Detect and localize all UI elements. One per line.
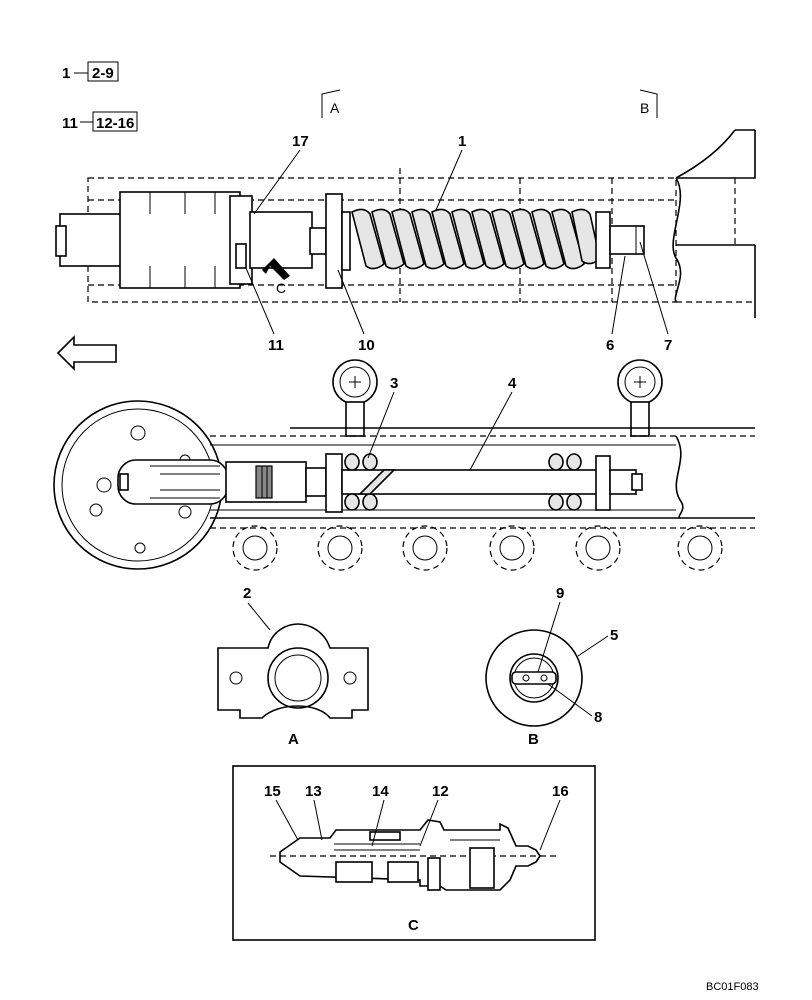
callout-2: 2 — [243, 585, 251, 602]
view-c-frame — [232, 765, 596, 941]
callout-14: 14 — [372, 783, 389, 800]
callout-6: 6 — [606, 337, 614, 354]
ref-range-2: 12-16 — [96, 115, 134, 132]
recoil-spring — [351, 208, 601, 270]
grease-cylinder-part — [279, 819, 541, 891]
section-marker-a: A — [321, 89, 341, 118]
view-c: 15 13 14 12 16 C — [232, 765, 596, 941]
view-c-arrow — [262, 258, 290, 280]
view-c-arrow-label: C — [276, 280, 286, 296]
section-marker-b: B — [639, 89, 658, 118]
end-plate — [595, 211, 611, 269]
grease-fitting-box — [235, 243, 247, 269]
svg-text:A: A — [330, 100, 340, 116]
callout-10: 10 — [358, 337, 375, 354]
side-spring — [344, 453, 582, 511]
reference-legend: 1 2-9 11 12-16 — [62, 61, 138, 132]
ref-range-1: 2-9 — [92, 65, 114, 82]
plate-2 — [217, 623, 369, 719]
upper-roller-right — [617, 359, 663, 437]
idler-yoke — [117, 459, 229, 505]
callout-8: 8 — [594, 709, 602, 726]
callout-1: 1 — [458, 133, 466, 150]
side-view — [53, 359, 755, 571]
view-a-label: A — [288, 731, 299, 748]
ref-box-2 — [92, 111, 138, 132]
ref-item-11: 11 — [62, 115, 78, 132]
yoke — [229, 195, 253, 285]
callout-4: 4 — [508, 375, 517, 392]
ref-item-1: 1 — [62, 65, 70, 82]
callout-15: 15 — [264, 783, 281, 800]
callout-17: 17 — [292, 133, 309, 150]
side-view-callouts: 3 4 — [367, 375, 517, 471]
top-view: C — [55, 129, 756, 318]
callout-11: 11 — [268, 337, 284, 354]
front-direction-arrow — [56, 335, 117, 371]
callout-3: 3 — [390, 375, 398, 392]
drawing-code: BC01F083 — [706, 981, 759, 993]
side-spring-plate — [325, 453, 343, 513]
ref-box-1 — [87, 61, 119, 82]
end-nut — [609, 225, 645, 255]
callout-9: 9 — [556, 585, 564, 602]
top-view-callouts: 17 1 11 10 6 7 — [245, 133, 672, 354]
track-rollers — [232, 525, 723, 571]
callout-12: 12 — [432, 783, 449, 800]
view-c-label: C — [408, 917, 419, 934]
nut-5 — [485, 629, 583, 727]
view-b: 9 5 8 B — [485, 585, 618, 748]
svg-text:B: B — [640, 100, 649, 116]
callout-13: 13 — [305, 783, 322, 800]
view-b-label: B — [528, 731, 539, 748]
callout-5: 5 — [610, 627, 618, 644]
callout-16: 16 — [552, 783, 569, 800]
callout-7: 7 — [664, 337, 672, 354]
view-a: 2 A — [217, 585, 369, 748]
upper-roller-left — [332, 359, 378, 437]
